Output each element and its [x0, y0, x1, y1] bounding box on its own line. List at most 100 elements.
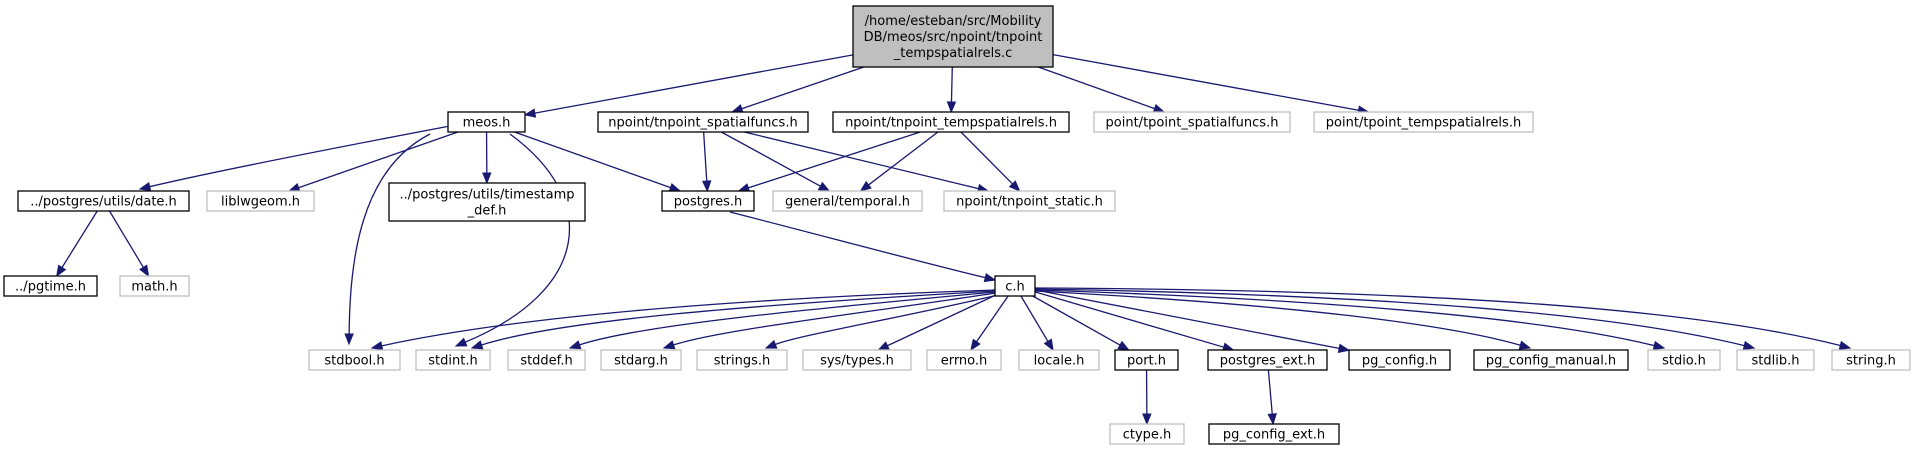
- node-stdint-h-label: stdint.h: [428, 354, 477, 369]
- node-tnpoint-tempspatialrels-h[interactable]: npoint/tnpoint_tempspatialrels.h: [832, 111, 1070, 133]
- node-ctype-h: ctype.h: [1109, 423, 1185, 445]
- edge-postgres-ext-h-to-pg-config-ext-h-arrowhead: [1267, 413, 1277, 426]
- edge-meos-h-to-postgres-h-arrowhead: [668, 183, 682, 192]
- node-postgres-h-label: postgres.h: [674, 195, 743, 210]
- node-errno-h-label: errno.h: [941, 354, 988, 369]
- edge-tnpoint-spatialfuncs-h-to-general-temporal-h: [720, 131, 821, 187]
- edge-c-h-to-locale-h-arrowhead: [1043, 338, 1054, 352]
- node-tnpoint-static-h-box: [943, 190, 1116, 212]
- edge-c-h-to-stdint-h: [481, 290, 996, 346]
- edge-c-h-to-stdlib-h: [1034, 288, 1745, 347]
- node-pg-config-ext-h[interactable]: pg_config_ext.h: [1208, 423, 1340, 445]
- node-stddef-h-label: stddef.h: [520, 354, 572, 369]
- node-c-h[interactable]: c.h: [994, 275, 1036, 297]
- node-sys-types-h-box: [802, 349, 912, 371]
- node-locale-h-box: [1018, 349, 1100, 371]
- edge-port-h-to-ctype-h-arrowhead: [1142, 413, 1152, 426]
- edge-c-h-to-errno-h: [976, 295, 1009, 343]
- edge-c-h-to-pg-config-h: [1034, 289, 1340, 350]
- node-tpoint-tempspatialrels-h-label: point/tpoint_tempspatialrels.h: [1326, 116, 1521, 131]
- edge-c-h-to-stdio-h: [1034, 289, 1655, 347]
- node-stdarg-h-box: [600, 349, 682, 371]
- edge-root-to-tnpoint-tempspatialrels-h-arrowhead: [946, 101, 957, 114]
- node-tnpoint-spatialfuncs-h[interactable]: npoint/tnpoint_spatialfuncs.h: [597, 111, 809, 133]
- edge-tnpoint-tempspatialrels-h-to-general-temporal-h-arrowhead: [859, 180, 872, 192]
- node-stdlib-h-box: [1736, 349, 1815, 371]
- edge-root-to-tnpoint-spatialfuncs-h: [741, 66, 865, 110]
- node-pg-config-h[interactable]: pg_config.h: [1348, 349, 1451, 371]
- node-stdint-h: stdint.h: [415, 349, 491, 371]
- edge-c-h-to-pg-config-manual-h: [1034, 290, 1521, 346]
- node-liblwgeom-h-label: liblwgeom.h: [221, 195, 300, 210]
- edge-c-h-to-stdint-h-arrowhead: [470, 340, 484, 350]
- node-root-label: /home/esteban/src/Mobility: [865, 14, 1042, 29]
- node-date-h-label: ../postgres/utils/date.h: [30, 195, 177, 210]
- node-timestamp-def-h-label: ../postgres/utils/timestamp: [399, 188, 574, 203]
- node-tpoint-spatialfuncs-h-label: point/tpoint_spatialfuncs.h: [1106, 116, 1279, 131]
- edge-tnpoint-tempspatialrels-h-to-tnpoint-static-h: [960, 131, 1013, 185]
- node-stdbool-h-box: [308, 349, 401, 371]
- edge-c-h-to-stdarg-h-arrowhead: [662, 340, 676, 350]
- node-pg-config-ext-h-box: [1208, 423, 1340, 445]
- node-stdlib-h: stdlib.h: [1736, 349, 1815, 371]
- node-c-h-box: [994, 275, 1036, 297]
- edge-meos-h-to-stdbool-h: [348, 133, 431, 335]
- node-date-h[interactable]: ../postgres/utils/date.h: [17, 190, 190, 212]
- node-timestamp-def-h-box: [388, 182, 586, 222]
- edge-c-h-to-strings-h-arrowhead: [764, 339, 778, 349]
- node-port-h[interactable]: port.h: [1114, 349, 1179, 371]
- edge-root-to-tpoint-spatialfuncs-h-arrowhead: [1152, 104, 1166, 113]
- node-stdarg-h: stdarg.h: [600, 349, 682, 371]
- edge-meos-h-to-stdbool-h-arrowhead: [344, 333, 354, 346]
- node-general-temporal-h-box: [772, 190, 923, 212]
- node-pg-config-manual-h[interactable]: pg_config_manual.h: [1473, 349, 1629, 371]
- node-port-h-label: port.h: [1127, 354, 1166, 369]
- node-sys-types-h-label: sys/types.h: [820, 354, 894, 369]
- node-c-h-label: c.h: [1005, 280, 1025, 295]
- node-stdio-h: stdio.h: [1647, 349, 1721, 371]
- edge-root-to-tpoint-tempspatialrels-h: [1052, 54, 1359, 111]
- node-timestamp-def-h[interactable]: ../postgres/utils/timestamp_def.h: [388, 182, 586, 222]
- node-string-h-label: string.h: [1846, 354, 1896, 369]
- node-errno-h: errno.h: [926, 349, 1002, 371]
- edge-root-to-tpoint-spatialfuncs-h: [1038, 66, 1155, 110]
- node-math-h-box: [119, 275, 190, 297]
- node-tnpoint-spatialfuncs-h-label: npoint/tnpoint_spatialfuncs.h: [608, 116, 797, 131]
- edge-tnpoint-tempspatialrels-h-to-tnpoint-static-h-arrowhead: [1008, 180, 1021, 192]
- node-root[interactable]: /home/esteban/src/MobilityDB/meos/src/np…: [852, 5, 1054, 68]
- node-pgtime-h[interactable]: ../pgtime.h: [3, 275, 98, 297]
- node-meos-h-label: meos.h: [463, 116, 511, 131]
- node-postgres-h[interactable]: postgres.h: [661, 190, 755, 212]
- node-stddef-h-box: [507, 349, 586, 371]
- node-stdbool-h: stdbool.h: [308, 349, 401, 371]
- node-string-h: string.h: [1831, 349, 1911, 371]
- edge-date-h-to-pgtime-h-arrowhead: [56, 264, 67, 278]
- edge-tnpoint-spatialfuncs-h-to-tnpoint-static-h: [744, 131, 979, 190]
- node-math-h: math.h: [119, 275, 190, 297]
- edges-layer: [56, 54, 1852, 426]
- edge-c-h-to-strings-h: [775, 294, 999, 346]
- nodes-layer: /home/esteban/src/MobilityDB/meos/src/np…: [3, 5, 1911, 445]
- node-meos-h[interactable]: meos.h: [447, 111, 526, 133]
- node-liblwgeom-h: liblwgeom.h: [206, 190, 315, 212]
- node-stdarg-h-label: stdarg.h: [614, 354, 668, 369]
- edge-date-h-to-pgtime-h: [61, 210, 98, 268]
- node-postgres-ext-h[interactable]: postgres_ext.h: [1207, 349, 1328, 371]
- edge-postgres-h-to-c-h-arrowhead: [983, 272, 997, 283]
- edge-c-h-to-stddef-h: [579, 291, 996, 346]
- edge-c-h-to-stdbool-h-arrowhead: [370, 341, 384, 351]
- node-ctype-h-box: [1109, 423, 1185, 445]
- edge-meos-h-to-stdint-h-arrowhead: [454, 337, 468, 347]
- node-pgtime-h-box: [3, 275, 98, 297]
- node-postgres-h-box: [661, 190, 755, 212]
- node-tnpoint-tempspatialrels-h-box: [832, 111, 1070, 133]
- edge-root-to-meos-h: [534, 54, 854, 114]
- node-string-h-box: [1831, 349, 1911, 371]
- edge-tnpoint-spatialfuncs-h-to-postgres-h: [702, 131, 708, 182]
- node-stdint-h-box: [415, 349, 491, 371]
- node-pg-config-ext-h-label: pg_config_ext.h: [1223, 428, 1325, 443]
- node-locale-h-label: locale.h: [1034, 354, 1085, 369]
- node-tpoint-tempspatialrels-h: point/tpoint_tempspatialrels.h: [1313, 111, 1534, 133]
- node-stdio-h-box: [1647, 349, 1721, 371]
